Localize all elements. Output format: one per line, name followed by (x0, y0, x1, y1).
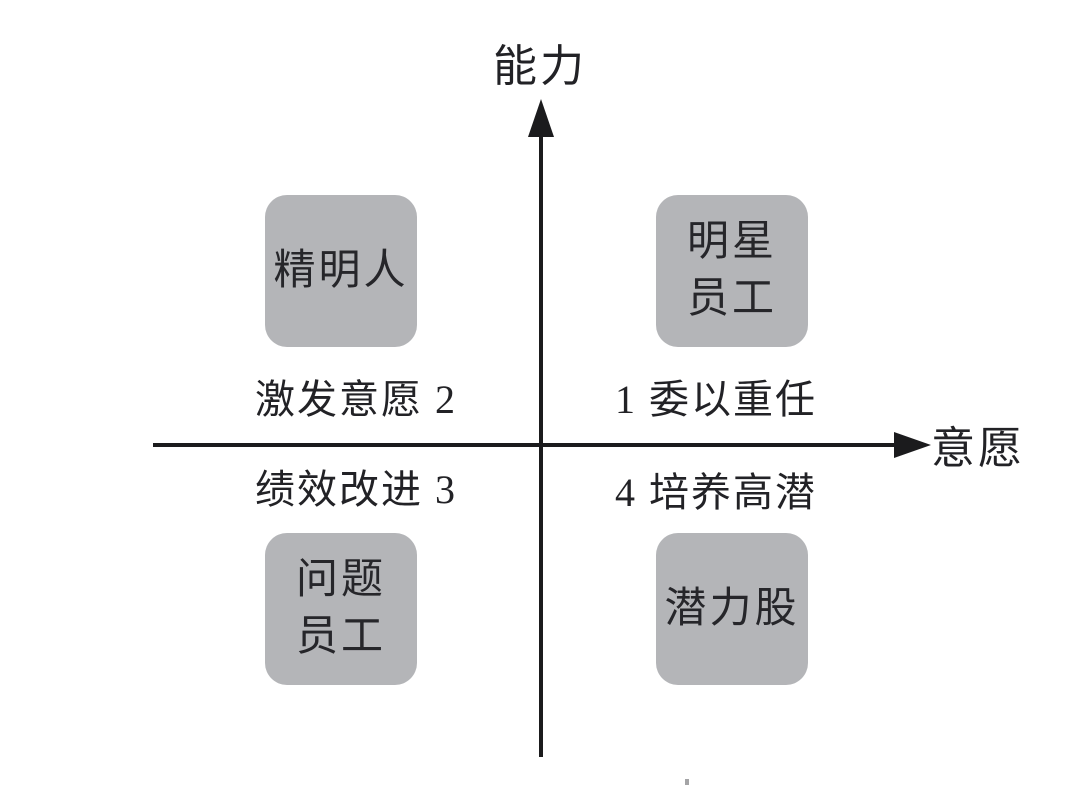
x-axis-arrowhead-icon (894, 432, 931, 458)
quadrant-box-label: 员工 (686, 276, 777, 322)
quadrant-box-label: 潜力股 (664, 585, 800, 632)
strategy-label-top-left: 激发意愿 2 (255, 377, 457, 422)
quadrant-box-label: 问题 (295, 557, 386, 604)
quadrant-box-top-right: 明星 员工 (656, 195, 808, 347)
stray-mark (685, 779, 689, 785)
quadrant-box-bottom-right: 潜力股 (656, 533, 808, 685)
strategy-label-bottom-left: 绩效改进 3 (255, 467, 457, 512)
quadrant-box-bottom-left: 问题 员工 (265, 533, 417, 685)
x-axis-label: 意愿 (931, 424, 1025, 473)
quadrant-box-label: 明星 (686, 219, 777, 266)
quadrant-box-label: 精明人 (273, 247, 409, 294)
strategy-label-bottom-right: 4 培养高潜 (615, 470, 817, 515)
y-axis-label: 能力 (493, 42, 587, 91)
y-axis-arrowhead-icon (528, 99, 554, 137)
quadrant-box-top-left: 精明人 (265, 195, 417, 347)
quadrant-box-label: 员工 (295, 614, 386, 660)
strategy-label-top-right: 1 委以重任 (615, 377, 817, 422)
